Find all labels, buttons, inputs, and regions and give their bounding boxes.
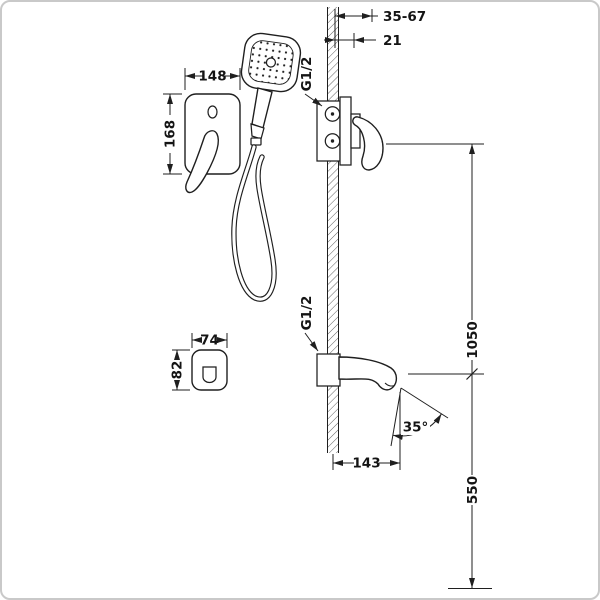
dim-wall-depth-range: 35-67: [334, 9, 426, 48]
dim-trim-plate-height-label: 168: [163, 120, 179, 148]
valve-bottom-port-center: [330, 139, 335, 143]
valve-flange: [339, 96, 352, 166]
dim-trim-plate-height: 168: [163, 93, 182, 175]
concealed-valve: [316, 96, 384, 171]
dim-wall-depth-min: 21: [324, 33, 402, 49]
dim-swivel-angle: 35°: [390, 387, 449, 447]
dim-swivel-angle-label: 35°: [403, 420, 429, 436]
wall-hatch: [327, 7, 339, 453]
bottom-connection-label: G1/2: [299, 296, 315, 331]
dim-spout-plate-width-label: 74: [200, 333, 219, 349]
spout-body: [338, 356, 398, 391]
dim-trim-plate-width-label: 148: [198, 69, 226, 85]
shower-handle: [251, 87, 273, 129]
top-connection-label: G1/2: [299, 57, 315, 92]
label-top-connection: G1/2: [299, 57, 323, 107]
mixer-lever-handle: [185, 130, 219, 194]
bath-spout: [316, 353, 398, 391]
dim-spout-plate-width: 74: [191, 333, 228, 349]
dim-wall-depth-range-label: 35-67: [383, 9, 426, 25]
dim-valve-height-label: 1050: [465, 321, 481, 359]
hose-nut: [250, 137, 262, 146]
hand-shower: [240, 32, 302, 146]
valve-lever-handle: [352, 116, 384, 171]
dim-spout-height-label: 550: [465, 476, 481, 504]
dim-spout-plate-height: 82: [170, 349, 190, 391]
shower-center-nozzle: [265, 57, 277, 68]
dim-trim-plate-width: 148: [184, 68, 241, 90]
spout-mouth: [384, 382, 396, 387]
leader-arrow: [304, 332, 319, 352]
label-bottom-connection: G1/2: [299, 296, 319, 352]
spout-trim-plate: [191, 349, 228, 391]
spout-escutcheon: [202, 366, 217, 384]
valve-cartridge: [350, 113, 361, 149]
mixer-trim-plate: [184, 93, 241, 194]
leader-arrow: [304, 93, 323, 107]
dim-slash-tick: [466, 368, 478, 380]
dim-spout-plate-height-label: 82: [170, 361, 186, 380]
hose-inner: [232, 145, 276, 301]
spout-inwall-body: [316, 353, 341, 387]
dim-wall-depth-min-label: 21: [383, 33, 402, 49]
dim-spout-reach: 143: [332, 392, 401, 472]
diverter-knob: [207, 105, 218, 119]
angle-leg: [400, 387, 449, 419]
label-backing: [401, 420, 430, 435]
dim-spout-reach-label: 143: [352, 456, 380, 472]
shower-hose: [231, 144, 277, 302]
label-backing: [463, 475, 481, 505]
valve-top-port-center: [330, 112, 335, 116]
dim-heights: 1050 550: [386, 143, 492, 589]
label-backing: [463, 320, 481, 360]
